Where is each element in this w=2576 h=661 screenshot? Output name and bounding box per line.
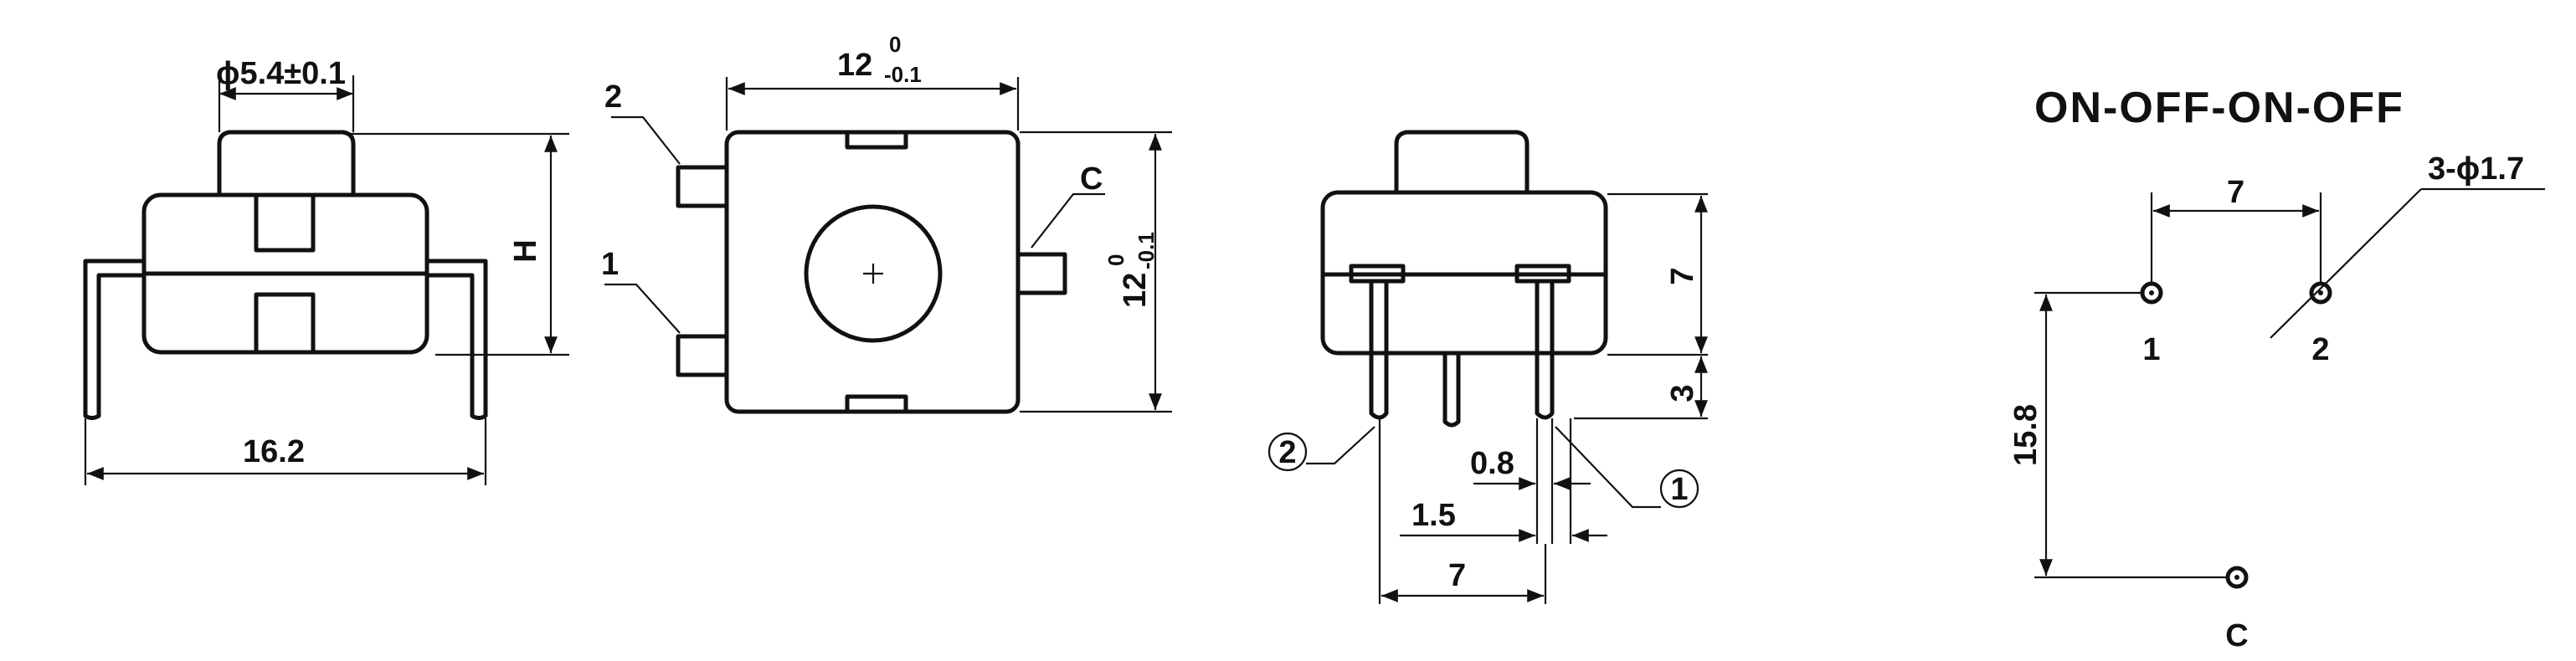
schematic-pin1-label: 1 [2142,332,2160,367]
schematic-vertical-label: 15.8 [2008,404,2044,466]
top-height-lower: -0.1 [1134,232,1159,269]
pitch-label: 7 [2227,175,2244,210]
schematic-pin-c [2225,566,2249,589]
hole-label: 3-ϕ1.7 [2428,151,2524,187]
top-button-circle [804,204,943,343]
schematic-pinc-label: C [2225,618,2248,653]
pin1-label: 1 [601,247,619,282]
width-label: 16.2 [243,434,305,469]
front-dim-08: 0.8 [1470,446,1514,481]
front-view: 7 3 0.8 1.5 7 2 1 [1267,130,1708,604]
side-button-cap [217,130,356,197]
top-width-upper: 0 [889,32,901,57]
top-pin-2 [676,165,729,208]
top-view: 2 1 C 12 0 -0.1 12 0 -0.1 [601,32,1172,414]
top-width-lower: -0.1 [884,62,922,87]
top-pin-1 [676,334,729,377]
front-dim-3: 3 [1665,384,1700,402]
schematic-pin2-label: 2 [2311,332,2329,367]
front-button-cap [1394,130,1530,192]
pin2-label: 2 [604,79,622,115]
schematic-title: ON-OFF-ON-OFF [2034,84,2404,132]
front-dim-7-bottom: 7 [1448,558,1466,593]
height-label: H [508,239,543,262]
pinc-label: C [1080,161,1103,197]
top-width-main: 12 [837,48,872,83]
callout-1: 1 [1670,472,1688,507]
front-dim-15: 1.5 [1411,498,1456,533]
callout-2: 2 [1278,435,1296,470]
side-pin-left [83,259,144,420]
side-pin-right [427,259,488,420]
schematic: ON-OFF-ON-OFF 7 3-ϕ1.7 1 2 C 15.8 [2008,84,2545,653]
schematic-pin-2 [2309,281,2332,305]
diameter-label: ϕ5.4±0.1 [216,56,346,91]
top-height-upper: 0 [1103,254,1129,266]
top-height-main: 12 [1118,273,1153,308]
top-pin-c [1015,252,1067,295]
front-dim-7: 7 [1665,267,1700,284]
side-view: ϕ5.4±0.1 H 16.2 [83,56,569,485]
